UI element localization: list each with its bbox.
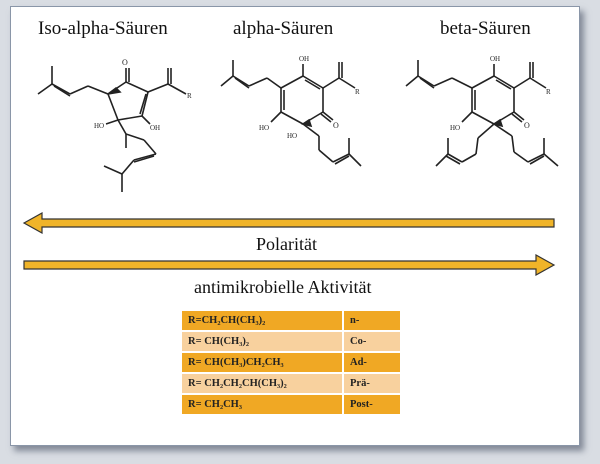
prefix-cell: Ad- bbox=[342, 353, 400, 374]
table-row: R= CH₂CH₃ Post- bbox=[182, 395, 400, 416]
iso-alpha-acid-structure: O R OH HO bbox=[30, 42, 200, 202]
table-row: R=CH₂CH(CH₃)₂ n- bbox=[182, 311, 400, 332]
hydroxyl-label: HO bbox=[287, 132, 297, 140]
prefix-cell: Co- bbox=[342, 332, 400, 353]
polarity-arrow bbox=[22, 211, 556, 239]
prefix-cell: n- bbox=[342, 311, 400, 332]
polarity-label: Polarität bbox=[256, 234, 317, 254]
table-row: R= CH(CH₃)CH₂CH₃ Ad- bbox=[182, 353, 400, 374]
r-formula-cell: R=CH₂CH(CH₃)₂ bbox=[182, 311, 342, 332]
heading-beta-acids: beta-Säuren bbox=[440, 18, 531, 39]
heading-iso-alpha-acids: Iso-alpha-Säuren bbox=[38, 18, 168, 39]
r-formula-cell: R= CH₂CH₃ bbox=[182, 395, 342, 416]
table-row: R= CH₂CH₂CH(CH₃)₂ Prä- bbox=[182, 374, 400, 395]
r-formula-cell: R= CH(CH₃)₂ bbox=[182, 332, 342, 353]
hydroxyl-label: HO bbox=[450, 124, 460, 132]
r-group-label: R bbox=[187, 92, 192, 100]
hydroxyl-label: OH bbox=[150, 124, 160, 132]
oxygen-atom: O bbox=[333, 121, 339, 130]
r-formula-cell: R= CH(CH₃)CH₂CH₃ bbox=[182, 353, 342, 374]
hydroxyl-label: HO bbox=[259, 124, 269, 132]
r-formula-cell: R= CH₂CH₂CH(CH₃)₂ bbox=[182, 374, 342, 395]
oxygen-atom: O bbox=[524, 121, 530, 130]
beta-acid-structure: OH R O HO bbox=[400, 50, 570, 200]
prefix-cell: Post- bbox=[342, 395, 400, 416]
table-row: R= CH(CH₃)₂ Co- bbox=[182, 332, 400, 353]
hydroxyl-label: OH bbox=[299, 55, 309, 63]
oxygen-atom: O bbox=[122, 58, 128, 67]
heading-alpha-acids: alpha-Säuren bbox=[233, 18, 334, 39]
r-group-label: R bbox=[546, 88, 551, 96]
hydroxyl-label: OH bbox=[490, 55, 500, 63]
antimicrobial-activity-label: antimikrobielle Aktivität bbox=[194, 277, 372, 297]
alpha-acid-structure: OH R O HO HO bbox=[215, 50, 365, 200]
r-group-label: R bbox=[355, 88, 360, 96]
r-group-table: R=CH₂CH(CH₃)₂ n- R= CH(CH₃)₂ Co- R= CH(C… bbox=[182, 311, 400, 416]
hydroxyl-label: HO bbox=[94, 122, 104, 130]
antimicrobial-activity-arrow bbox=[22, 253, 556, 281]
prefix-cell: Prä- bbox=[342, 374, 400, 395]
